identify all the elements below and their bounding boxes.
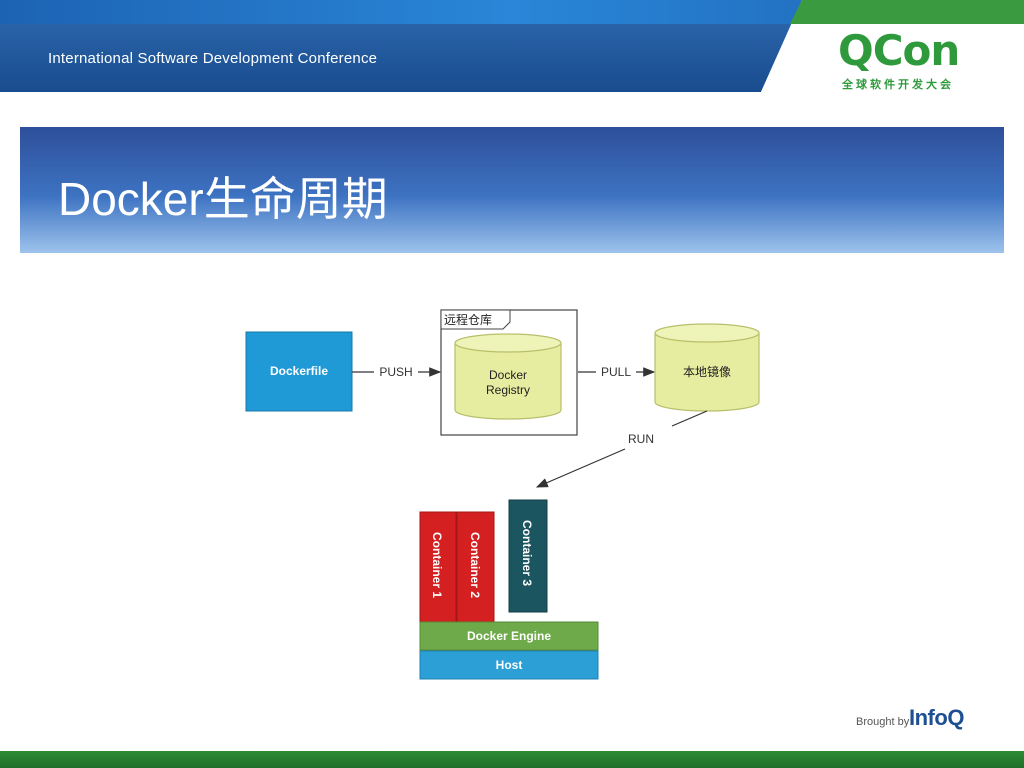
container-2: Container 2 <box>456 511 495 623</box>
slide-title: Docker生命周期 <box>58 173 388 225</box>
docker-registry-cylinder: Docker Registry <box>454 333 562 420</box>
footer-bar <box>0 751 1024 768</box>
engine-label: Docker Engine <box>467 629 551 643</box>
local-image-cylinder: 本地镜像 <box>654 323 760 412</box>
docker-engine-layer: Docker Engine <box>419 621 599 651</box>
infoq-logo: InfoQ <box>909 705 964 730</box>
brought-by-text: Brought by <box>856 716 910 728</box>
push-label: PUSH <box>379 365 412 379</box>
registry-label-line2: Registry <box>486 383 530 397</box>
container-stack: Container 1 Container 2 Container 3 Dock… <box>419 499 599 680</box>
title-band <box>20 127 1004 253</box>
qcon-logo-subtitle: 全球软件开发大会 <box>842 79 954 91</box>
push-connector: PUSH <box>352 365 442 379</box>
dockerfile-node: Dockerfile <box>245 331 353 412</box>
host-label: Host <box>496 658 523 672</box>
pull-label: PULL <box>601 365 631 379</box>
container-3: Container 3 <box>508 499 548 613</box>
run-connector: RUN <box>535 410 708 488</box>
conference-name: International Software Development Confe… <box>48 50 378 67</box>
logo-corner-accent <box>790 0 1024 24</box>
registry-label-line1: Docker <box>489 368 527 382</box>
qcon-logo: QCon <box>838 26 960 75</box>
container-2-label: Container 2 <box>468 532 482 598</box>
container-1-label: Container 1 <box>430 532 444 598</box>
dockerfile-label: Dockerfile <box>270 364 328 378</box>
container-1: Container 1 <box>419 511 457 623</box>
local-image-label: 本地镜像 <box>683 364 731 379</box>
remote-repo-label: 远程仓库 <box>444 312 492 327</box>
run-label: RUN <box>628 432 654 446</box>
pull-connector: PULL <box>578 365 656 379</box>
container-3-label: Container 3 <box>520 520 534 586</box>
host-layer: Host <box>419 650 599 680</box>
